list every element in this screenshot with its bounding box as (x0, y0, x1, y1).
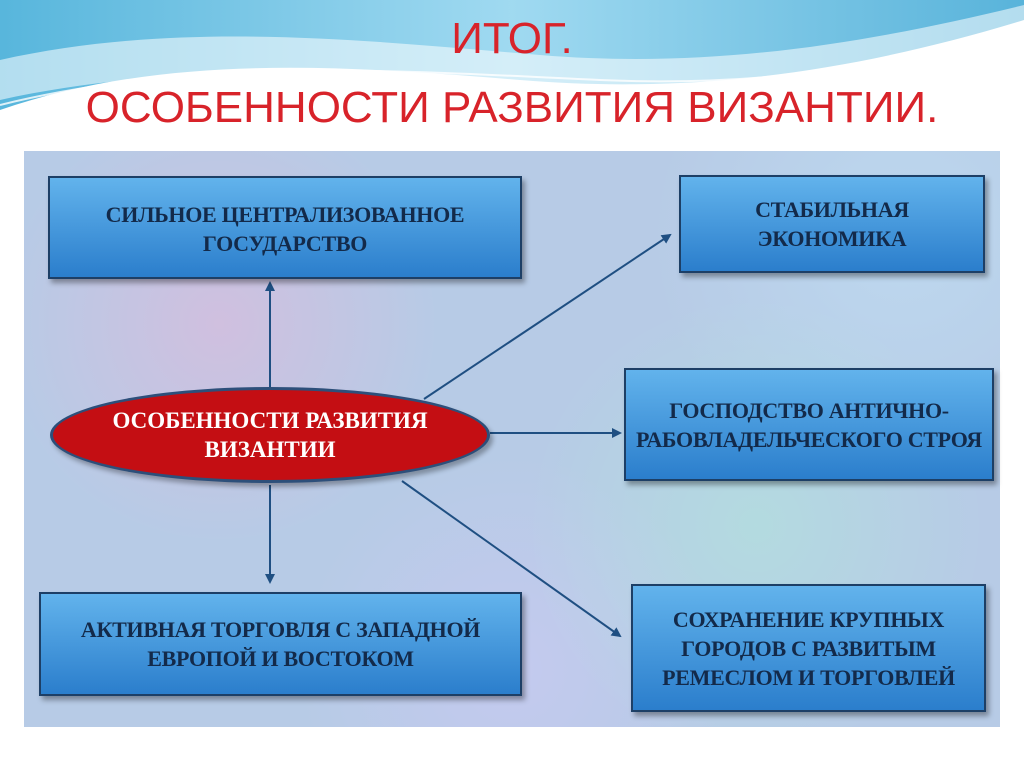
center-ellipse-features: ОСОБЕННОСТИ РАЗВИТИЯ ВИЗАНТИИ (50, 387, 490, 483)
center-ellipse-label: ОСОБЕННОСТИ РАЗВИТИЯ ВИЗАНТИИ (112, 408, 428, 462)
feature-box-label: СОХРАНЕНИЕ КРУПНЫХ ГОРОДОВ С РАЗВИТЫМ РЕ… (662, 606, 955, 690)
feature-box-large-cities: СОХРАНЕНИЕ КРУПНЫХ ГОРОДОВ С РАЗВИТЫМ РЕ… (631, 584, 986, 712)
feature-box-label: СТАБИЛЬНАЯ ЭКОНОМИКА (755, 197, 909, 251)
slide-title-line-1: ИТОГ. (451, 14, 573, 63)
feature-box-label: СИЛЬНОЕ ЦЕНТРАЛИЗОВАННОЕ ГОСУДАРСТВО (105, 202, 465, 256)
feature-box-slave-system: ГОСПОДСТВО АНТИЧНО-РАБОВЛАДЕЛЬЧЕСКОГО СТ… (624, 368, 994, 481)
slide-title-line-2: ОСОБЕННОСТИ РАЗВИТИЯ ВИЗАНТИИ. (85, 83, 939, 132)
feature-box-active-trade: АКТИВНАЯ ТОРГОВЛЯ С ЗАПАДНОЙ ЕВРОПОЙ И В… (39, 592, 522, 696)
diagram-arrows (265, 233, 672, 638)
feature-box-stable-economy: СТАБИЛЬНАЯ ЭКОНОМИКА (679, 175, 985, 273)
diagram-panel: СИЛЬНОЕ ЦЕНТРАЛИЗОВАННОЕ ГОСУДАРСТВО СТА… (24, 151, 1000, 727)
feature-box-label: ГОСПОДСТВО АНТИЧНО-РАБОВЛАДЕЛЬЧЕСКОГО СТ… (636, 397, 982, 452)
arrow-to-top-right (423, 233, 672, 400)
feature-box-label: АКТИВНАЯ ТОРГОВЛЯ С ЗАПАДНОЙ ЕВРОПОЙ И В… (80, 617, 481, 671)
feature-box-centralized-state: СИЛЬНОЕ ЦЕНТРАЛИЗОВАННОЕ ГОСУДАРСТВО (48, 176, 522, 279)
arrow-to-bottom-right (401, 480, 622, 638)
